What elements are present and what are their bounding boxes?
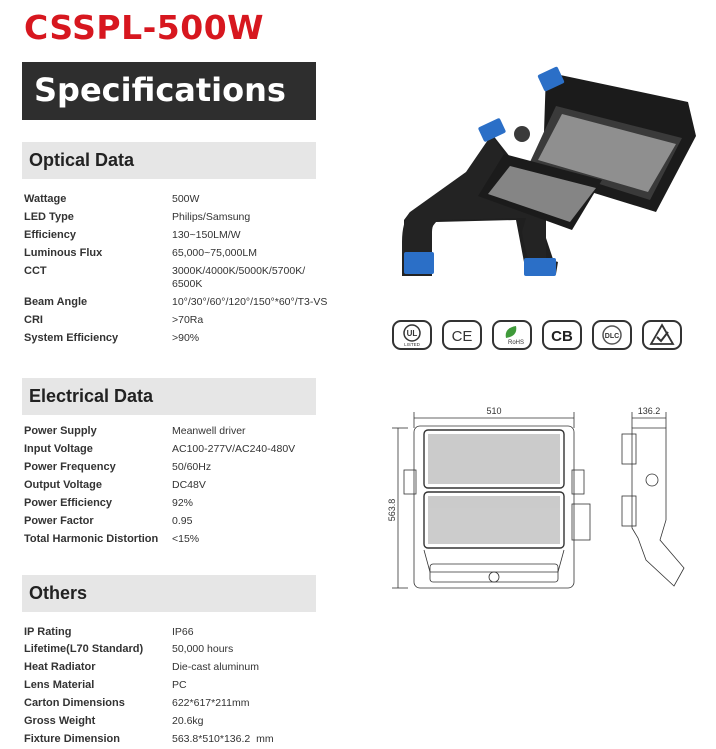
spec-value: <15% [172,533,200,545]
spec-key: Luminous Flux [24,247,103,259]
depth-dimension-label: 136.2 [638,406,661,416]
spec-value: 20.6kg [172,715,204,727]
spec-value: 65,000~75,000LM [172,247,257,259]
svg-text:CB: CB [551,328,573,345]
svg-text:CE: CE [452,328,473,345]
spec-key: Lens Material [24,679,95,691]
spec-key: Gross Weight [24,715,96,727]
others-header: Others [22,575,316,612]
electrical-data-header: Electrical Data [22,378,316,415]
product-photo [396,62,708,290]
ul-logo-icon: UL LISTED [403,324,421,347]
height-dimension-label: 563.8 [387,499,397,522]
dlc-logo-icon: DLC [602,325,622,345]
spec-value: 10°/30°/60°/120°/150°*60°/T3-VS [172,296,328,308]
spec-key: CRI [24,314,43,326]
ce-logo-icon: CE [452,328,473,345]
triangle-check-icon [649,323,675,345]
spec-value: IP66 [172,626,194,638]
spec-key: Lifetime(L70 Standard) [24,643,144,655]
ce-logo: CE [442,320,482,350]
spec-value: 3000K/4000K/5000K/5700K/ 6500K [172,265,306,290]
spec-key: CCT [24,265,47,277]
cb-logo: CB [542,320,582,350]
spec-value: DC48V [172,479,206,491]
spec-key: System Efficiency [24,332,119,344]
spec-key: IP Rating [24,626,72,638]
safety-mark-logo [642,320,682,350]
spec-key: Power Factor [24,515,94,527]
spec-key: Output Voltage [24,479,103,491]
spec-value: 622*617*211mm [172,697,250,709]
spec-key: Input Voltage [24,443,93,455]
specifications-heading: Specifications [34,71,286,109]
svg-text:UL: UL [407,329,418,338]
spec-key: Beam Angle [24,296,88,308]
spec-value: 500W [172,193,200,205]
spec-key: Power Supply [24,425,97,437]
spec-value: 130~150LM/W [172,229,241,241]
spec-value: 0.95 [172,515,193,527]
rohs-logo: RoHS [492,320,532,350]
dimension-drawing: 510 563.8 136.2 [387,406,685,589]
spec-key: Carton Dimensions [24,697,125,709]
spec-key: Wattage [24,193,67,205]
spec-key: Total Harmonic Distortion [24,533,159,545]
spec-key: Power Efficiency [24,497,113,509]
model-title: CSSPL-500W [24,8,265,47]
spec-value: Meanwell driver [172,425,246,437]
spec-value: 50,000 hours [172,643,234,655]
cb-logo-icon: CB [551,328,573,345]
floodlight-illustration [402,66,696,276]
electrical-data-title: Electrical Data [29,386,154,406]
spec-value: PC [172,679,187,691]
spec-key: Fixture Dimension [24,733,120,745]
specifications-banner: Specifications [22,62,316,120]
certification-logos: UL LISTED CE RoHS CB DLC [392,320,682,352]
ul-listed-logo: UL LISTED [392,320,432,350]
optical-data-title: Optical Data [29,150,135,170]
led-grid-pattern [428,434,560,544]
spec-value: Philips/Samsung [172,211,251,223]
spec-value: >70Ra [172,314,204,326]
spec-key: Power Frequency [24,461,116,473]
spec-key: LED Type [24,211,74,223]
spec-value: 563.8*510*136.2 mm [172,733,274,745]
svg-text:LISTED: LISTED [404,342,421,347]
optical-data-header: Optical Data [22,142,316,179]
technical-drawing: 510 563.8 136.2 [384,400,710,605]
spec-key: Heat Radiator [24,661,96,673]
svg-text:RoHS: RoHS [508,340,524,346]
width-dimension-label: 510 [486,406,501,416]
spec-key: Efficiency [24,229,76,241]
svg-text:DLC: DLC [605,333,619,340]
spec-value: Die-cast aluminum [172,661,259,673]
spec-value: >90% [172,332,200,344]
spec-value: 50/60Hz [172,461,212,473]
spec-value: AC100-277V/AC240-480V [172,443,296,455]
spec-value: 92% [172,497,194,509]
rohs-leaf-icon: RoHS [505,326,524,346]
dlc-logo: DLC [592,320,632,350]
others-title: Others [29,583,88,603]
